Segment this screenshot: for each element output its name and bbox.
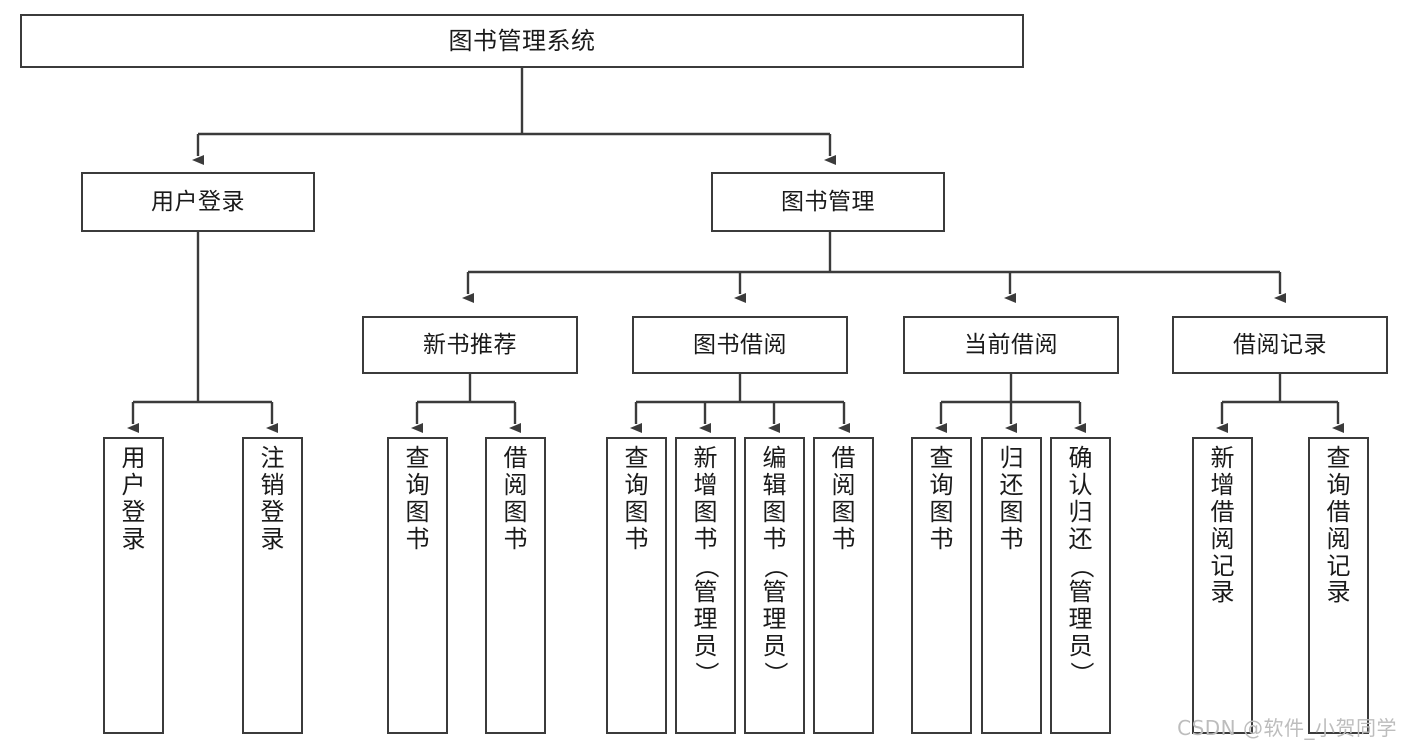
node-label: 新增图书（管理员） [691,444,720,686]
csdn-watermark: CSDN @软件_小贺同学 [1177,716,1397,740]
node-borrow-record[interactable]: 借阅记录 [1172,316,1388,374]
node-label: 查询图书 [624,444,649,553]
node-label: 新书推荐 [423,331,517,358]
node-new-book-recommend[interactable]: 新书推荐 [362,316,578,374]
node-user-login[interactable]: 用户登录 [81,172,315,232]
node-label: 查询图书 [405,444,430,553]
node-book-management[interactable]: 图书管理 [711,172,945,232]
leaf-borrow-book-recommend[interactable]: 借阅图书 [485,437,546,734]
node-label: 用户登录 [151,188,245,215]
leaf-query-book-borrow[interactable]: 查询图书 [606,437,667,734]
leaf-add-borrow-record[interactable]: 新增借阅记录 [1192,437,1253,734]
node-label: 图书借阅 [693,331,787,358]
node-label: 借阅图书 [831,444,856,553]
node-label: 查询借阅记录 [1326,444,1351,607]
node-label: 新增借阅记录 [1210,444,1235,607]
leaf-query-borrow-record[interactable]: 查询借阅记录 [1308,437,1369,734]
leaf-borrow-book[interactable]: 借阅图书 [813,437,874,734]
leaf-logout-login[interactable]: 注销登录 [242,437,303,734]
node-label: 当前借阅 [964,331,1058,358]
node-label: 图书管理 [781,188,875,215]
leaf-user-login[interactable]: 用户登录 [103,437,164,734]
node-label: 借阅图书 [503,444,528,553]
node-label: 用户登录 [121,444,146,553]
leaf-return-book[interactable]: 归还图书 [981,437,1042,734]
leaf-confirm-return-admin[interactable]: 确认归还（管理员） [1050,437,1111,734]
node-label: 编辑图书（管理员） [760,444,789,686]
leaf-edit-book-admin[interactable]: 编辑图书（管理员） [744,437,805,734]
leaf-query-book-current[interactable]: 查询图书 [911,437,972,734]
leaf-add-book-admin[interactable]: 新增图书（管理员） [675,437,736,734]
node-book-borrow[interactable]: 图书借阅 [632,316,848,374]
node-label: 图书管理系统 [448,27,596,55]
node-label: 注销登录 [260,444,285,553]
node-root-system[interactable]: 图书管理系统 [20,14,1024,68]
node-label: 查询图书 [929,444,954,553]
leaf-query-book-recommend[interactable]: 查询图书 [387,437,448,734]
node-label: 确认归还（管理员） [1066,444,1095,686]
node-current-borrow[interactable]: 当前借阅 [903,316,1119,374]
node-label: 归还图书 [999,444,1024,553]
node-label: 借阅记录 [1233,331,1327,358]
